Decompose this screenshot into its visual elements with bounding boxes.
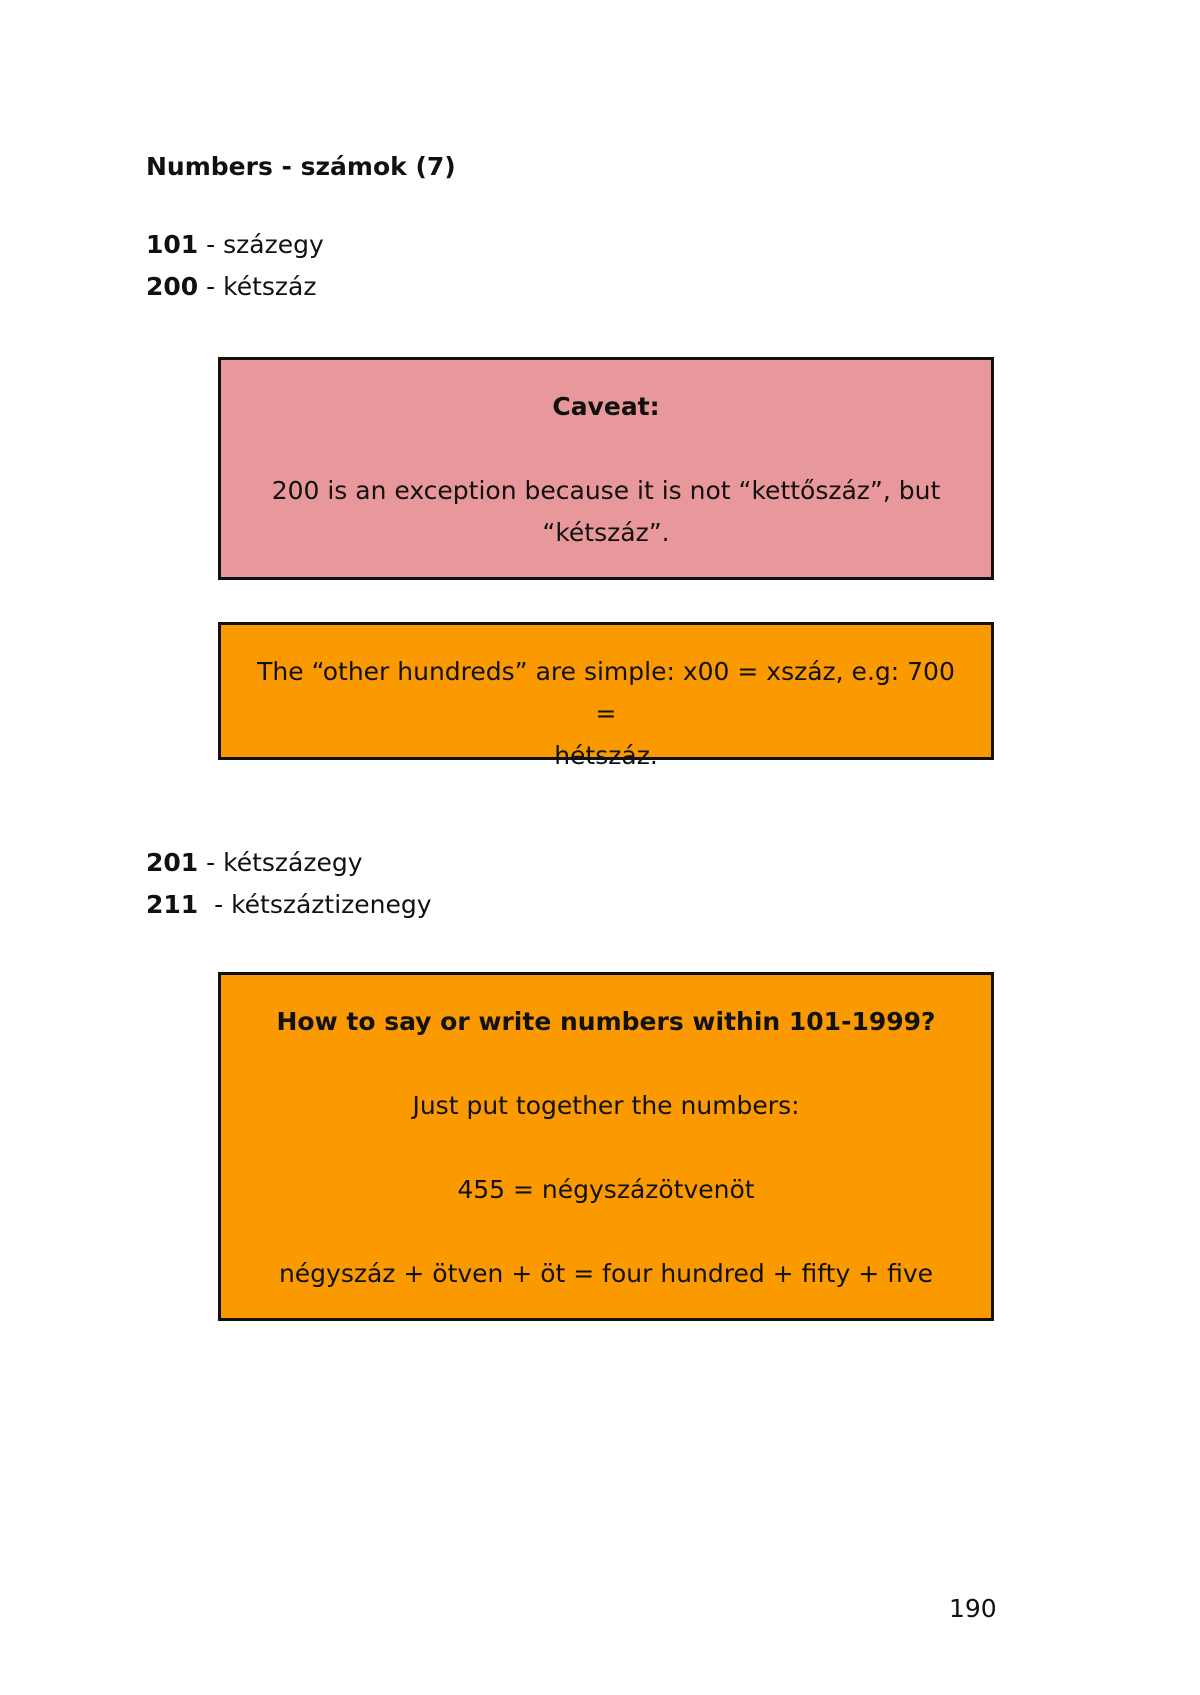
entry-number: 101 [146,230,199,259]
caveat-text-line-1: 200 is an exception because it is not “k… [271,476,941,505]
how-to-example: 455 = négyszázötvenöt [457,1175,755,1204]
how-to-box: How to say or write numbers within 101-1… [218,972,994,1321]
entry-separator: - [198,848,224,877]
other-hundreds-line-1: The “other hundreds” are simple: x00 = x… [257,657,955,728]
number-entry-211: 211 - kétszáztizenegy [146,888,432,922]
entry-separator: - [198,272,224,301]
entry-separator: - [198,230,224,259]
caveat-text-line-2: “kétszáz”. [542,518,670,547]
number-entry-101: 101 - százegy [146,228,324,262]
entry-number: 201 [146,848,199,877]
entry-number: 200 [146,272,199,301]
entry-word: kétszáz [223,272,317,301]
page-number: 190 [949,1594,997,1623]
how-to-breakdown: négyszáz + ötven + öt = four hundred + f… [278,1259,934,1288]
other-hundreds-box: The “other hundreds” are simple: x00 = x… [218,622,994,770]
entry-word: százegy [223,230,324,259]
number-entry-200: 200 - kétszáz [146,270,316,304]
caveat-heading: Caveat: [552,392,660,421]
entry-number: 211 [146,890,199,919]
caveat-box: Caveat: 200 is an exception because it i… [218,357,994,580]
other-hundreds-line-2: hétszáz. [554,741,658,770]
entry-separator: - [198,890,232,919]
how-to-heading: How to say or write numbers within 101-1… [276,1007,936,1036]
how-to-instruction: Just put together the numbers: [412,1091,800,1120]
page-title: Numbers - számok (7) [146,152,456,181]
number-entry-201: 201 - kétszázegy [146,846,363,880]
entry-word: kétszázegy [223,848,363,877]
entry-word: kétszáztizenegy [231,890,432,919]
